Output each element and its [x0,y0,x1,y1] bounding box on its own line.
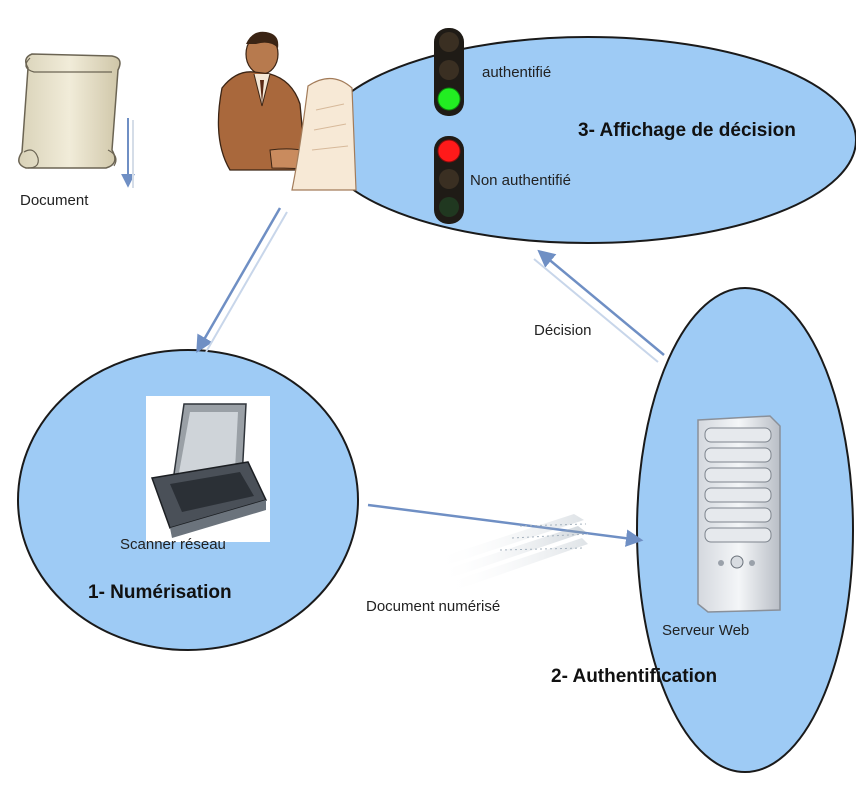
label-document: Document [20,192,89,209]
arrow-server-to-display-shadow [533,258,659,363]
arrow-person-to-scanner-shadow [205,211,288,353]
digitized-document-graphic [432,514,589,590]
label-serveur-web: Serveur Web [662,622,750,639]
arrow-person-to-scanner [196,207,282,354]
label-scanner: Scanner réseau [120,536,226,553]
traffic-light-icon [434,136,464,224]
label-step2: 2- Authentification [551,666,718,687]
businessman-icon [217,31,357,191]
server-tower-icon [697,415,781,613]
scroll-icon [18,53,121,169]
arrow-server-to-display [537,249,665,356]
label-non-authentifie: Non authentifié [470,172,571,189]
label-document-numerise: Document numérisé [366,598,501,615]
traffic-light-icon [434,28,464,116]
label-step1: 1- Numérisation [88,582,232,603]
arrow-scanner-to-server [367,503,644,547]
label-decision: Décision [534,322,592,339]
label-authentifie: authentifié [482,64,552,81]
flatbed-scanner-icon [146,396,270,542]
label-step3: 3- Affichage de décision [578,120,796,141]
